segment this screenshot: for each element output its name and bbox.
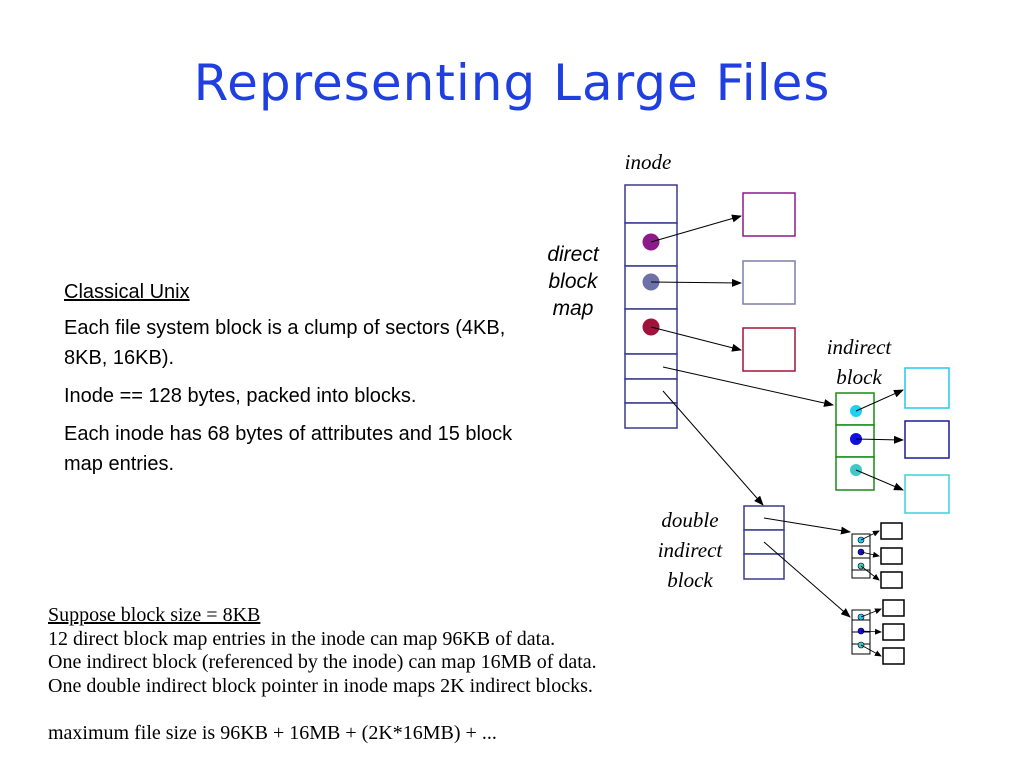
data-block [880,522,903,540]
classical-line-inode-size: Inode == 128 bytes, packed into blocks. [64,385,417,407]
suppose-line-max: maximum file size is 96KB + 16MB + (2K*1… [48,721,497,744]
data-block [904,474,950,514]
indirect-block-label: indirect block [810,332,908,392]
indirect-arrow [855,435,904,444]
inode-cell [624,378,678,404]
direct-arrow [650,278,742,287]
double-indirect-pointer-arrow [662,390,764,506]
double-arrow [763,517,851,535]
double-indirect-cell [743,553,785,580]
data-block [904,420,950,459]
indirect-label-line: block [836,365,882,389]
double-indirect-block-label: double indirect block [640,505,740,595]
classical-unix-section: Classical Unix Each file system block is… [64,277,544,487]
data-block [880,571,903,589]
suppose-section: Suppose block size = 8KB 12 direct block… [48,604,848,745]
classical-heading: Classical Unix [64,281,190,303]
suppose-line-double: One double indirect block pointer in ino… [48,674,593,697]
data-block [882,599,905,617]
double-arrow [763,541,851,618]
indirect-arrow [855,469,904,491]
inode-column [624,184,678,429]
classical-line-attributes: Each inode has 68 bytes of attributes an… [64,423,513,475]
data-block [880,547,903,565]
direct-label-line: direct [547,243,599,266]
slide-title: Representing Large Files [193,54,831,112]
double-label-line: double [661,508,719,532]
data-block [882,647,905,665]
indirect-arrow [855,389,904,412]
classical-line-block-size: Each file system block is a clump of sec… [64,317,506,369]
small-indirect-block [851,609,871,655]
direct-label-line: map [552,297,594,320]
direct-arrow [650,326,742,352]
suppose-line-direct: 12 direct block map entries in the inode… [48,627,556,650]
data-block [742,192,796,237]
suppose-line-indirect: One indirect block (referenced by the in… [48,651,597,673]
inode-cell [624,184,678,224]
double-label-line: indirect [657,538,723,562]
indirect-label-line: indirect [826,335,892,359]
inode-cell [624,353,678,380]
direct-block-map-label: direct block map [530,241,616,322]
data-block [742,327,796,372]
data-block [904,367,950,409]
indirect-block [835,392,875,491]
direct-arrow [650,214,742,243]
inode-label: inode [624,150,672,174]
suppose-heading: Suppose block size = 8KB [48,604,261,626]
indirect-pointer-arrow [662,366,834,407]
double-label-line: block [667,568,713,592]
data-block [742,260,796,305]
inode-cell [624,402,678,429]
data-block [882,623,905,641]
direct-label-line: block [548,270,598,293]
